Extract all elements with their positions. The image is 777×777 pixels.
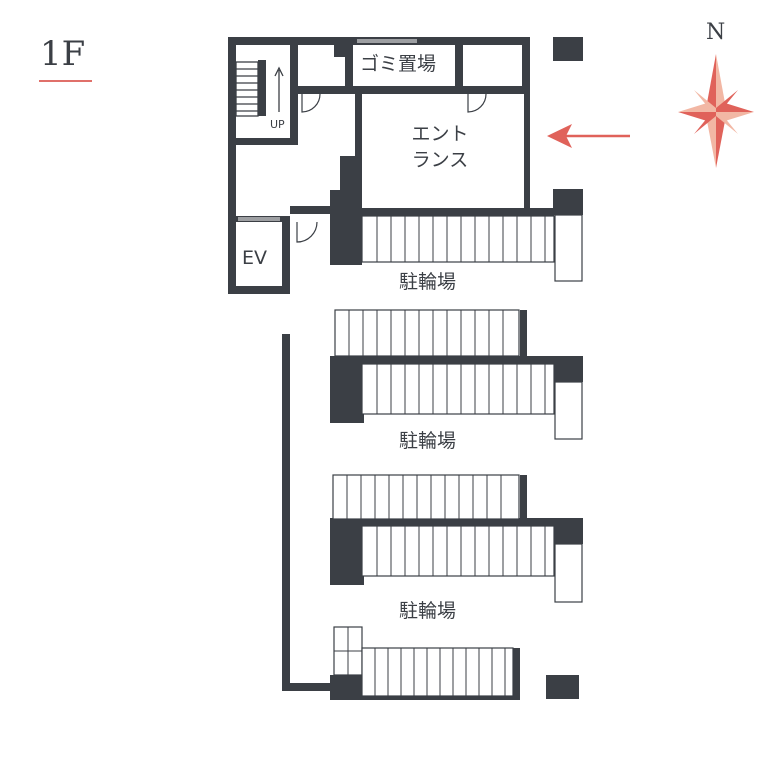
column-a	[330, 190, 362, 265]
door-swing-3	[296, 221, 318, 243]
bike-rack-1	[361, 215, 555, 263]
bike-parking-label-3: 駐輪場	[399, 600, 457, 622]
entrance-label-line1: エント	[411, 123, 469, 145]
ev-south-wall	[228, 286, 290, 294]
bike-parking-label-1: 駐輪場	[399, 271, 457, 293]
doors	[238, 39, 528, 243]
floor-label: 1F	[40, 34, 86, 74]
bike-rack-5	[361, 525, 555, 577]
stair-south-wall	[228, 138, 298, 145]
elevator-label: EV	[242, 247, 268, 269]
garbage-room-label: ゴミ置場	[360, 53, 437, 75]
column-east-1	[553, 189, 583, 215]
entrance-label-line2: ランス	[411, 148, 469, 171]
bike-rack-dividers	[334, 216, 546, 696]
bike-parking-label-2: 駐輪場	[399, 430, 457, 452]
column-b	[330, 356, 364, 423]
door-swing-2	[467, 93, 487, 113]
arrow-left-icon	[547, 124, 630, 148]
upper-partition	[298, 86, 524, 94]
column-c	[330, 518, 364, 585]
walls	[228, 37, 583, 700]
long-west-wall	[282, 334, 290, 690]
column-east-2	[553, 356, 583, 382]
stairs-up-label: UP	[270, 118, 285, 131]
column-d	[330, 675, 364, 700]
floor-label-underline	[39, 80, 92, 82]
stair-east-wall	[290, 37, 298, 145]
bike-rack-3	[361, 363, 555, 415]
stairs-icon	[235, 60, 284, 117]
entrance-label: エント ランス	[411, 122, 468, 173]
bike-rack-7	[361, 647, 514, 697]
column-east-3	[553, 518, 583, 544]
door-swing-1	[301, 93, 321, 113]
north-east-wall	[522, 37, 530, 93]
column-south	[546, 675, 579, 699]
bike-rack-4	[332, 474, 520, 520]
ev-east-wall	[282, 220, 290, 294]
compass-rose-icon	[678, 54, 754, 168]
bike-racks	[332, 214, 583, 697]
column-north	[553, 37, 583, 61]
west-wall	[228, 37, 236, 294]
bike-rack-2	[334, 309, 520, 357]
upper-column	[334, 37, 348, 57]
compass-north-label: N	[706, 20, 726, 45]
